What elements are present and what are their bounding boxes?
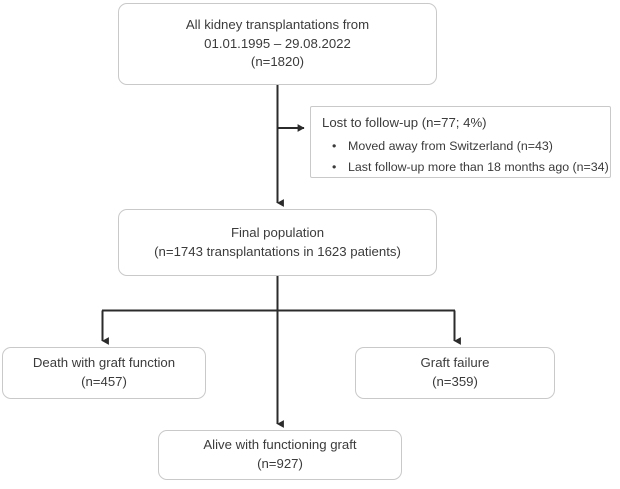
node-line: (n=457) [81, 374, 127, 389]
node-line: Final population [230, 224, 325, 240]
node-line: (n=927) [257, 456, 303, 471]
node-line: 01.01.1995 – 29.08.2022 [204, 35, 351, 51]
list-item-label: Moved away from Switzerland (n=43) [348, 139, 553, 154]
node-alive-with-functioning-graft: Alive with functioning graft (n=927) [158, 430, 402, 480]
bullet-icon: • [332, 160, 337, 175]
node-line: Death with graft function [32, 355, 176, 371]
node-graft-failure: Graft failure (n=359) [355, 347, 555, 399]
node-line: (n=1743 transplantations in 1623 patient… [154, 243, 401, 259]
node-line: Alive with functioning graft [203, 437, 357, 453]
node-line: (n=1820) [250, 54, 305, 70]
node-line: All kidney transplantations from [185, 16, 370, 32]
node-lost-to-followup: Lost to follow-up (n=77; 4%) • Moved awa… [310, 106, 611, 178]
node-line: (n=359) [432, 374, 478, 389]
list-item: • Last follow-up more than 18 months ago… [322, 159, 609, 177]
list-item-label: Last follow-up more than 18 months ago (… [348, 160, 609, 175]
node-final-population: Final population (n=1743 transplantation… [118, 209, 437, 276]
node-all-transplantations: All kidney transplantations from 01.01.1… [118, 3, 437, 85]
bullet-icon: • [332, 139, 337, 154]
node-death-with-graft-function: Death with graft function (n=457) [2, 347, 206, 399]
node-line: Graft failure [420, 355, 490, 371]
node-title: Lost to follow-up (n=77; 4%) [322, 115, 487, 130]
lost-followup-reasons: • Moved away from Switzerland (n=43) • L… [322, 135, 609, 177]
list-item: • Moved away from Switzerland (n=43) [322, 138, 609, 156]
